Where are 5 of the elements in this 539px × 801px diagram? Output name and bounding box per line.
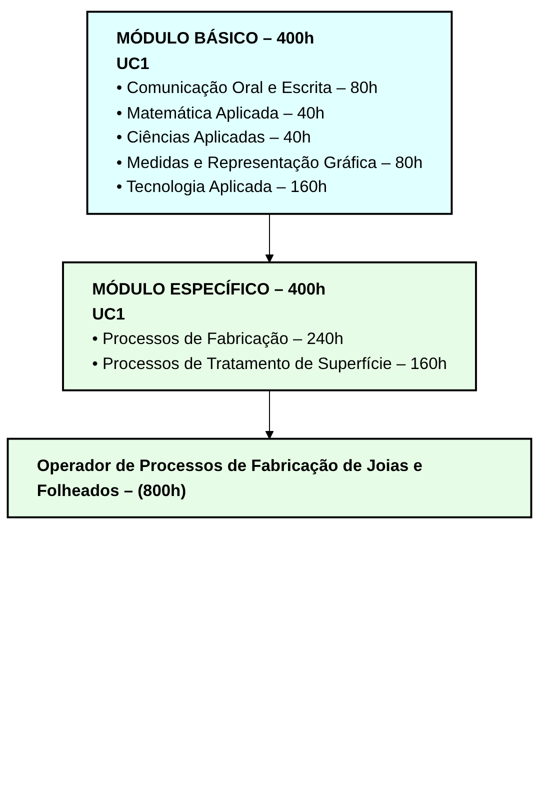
arrow <box>265 213 274 263</box>
arrow <box>265 390 274 440</box>
node-box: MÓDULO ESPECÍFICO – 400h UC1 • Processos de Fabricação – 240h • Processos de Tratamento de Superfície – 160h <box>62 261 477 392</box>
node-box: MÓDULO BÁSICO – 400h UC1 • Comunicação Oral e Escrita – 80h • Matemática Aplicada – 40h • Ciências Aplicadas – 40h • Medidas e Representação Gráfica – 80h • Tecnologia Aplicada – 160h <box>86 10 453 215</box>
node-box: Operador de Processos de Fabricação de Joias e Folheados – (800h) <box>6 438 532 518</box>
